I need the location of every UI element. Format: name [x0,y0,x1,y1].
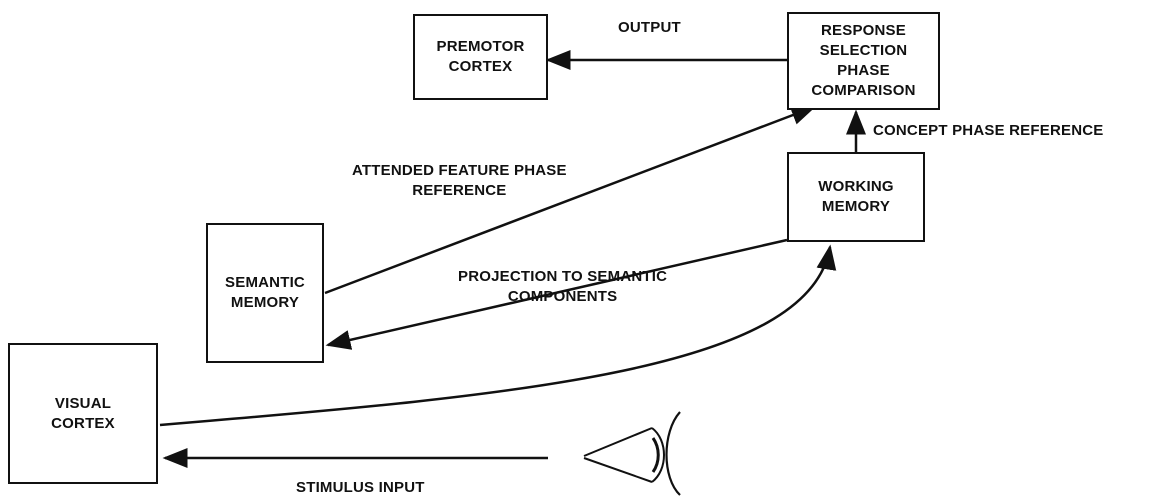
stimulus-input-label: STIMULUS INPUT [296,479,425,496]
response-selection-label: RESPONSE SELECTION PHASE COMPARISON [811,22,916,99]
premotor-cortex-box: PREMOTOR CORTEX [413,14,548,100]
response-selection-box: RESPONSE SELECTION PHASE COMPARISON [787,12,940,110]
working-memory-label: WORKING MEMORY [818,178,894,215]
projection-arrow [325,238,788,350]
output-label: OUTPUT [618,19,681,36]
visual-cortex-box: VISUAL CORTEX [8,343,158,484]
projection-to-semantic-components-label: PROJECTION TO SEMANTIC COMPONENTS [458,268,668,305]
semantic-memory-label: SEMANTIC MEMORY [225,274,305,311]
eye-icon [583,411,681,496]
attended-feature-phase-reference-label: ATTENDED FEATURE PHASE REFERENCE [352,162,567,199]
visual-cortex-label: VISUAL CORTEX [51,394,115,432]
premotor-cortex-label: PREMOTOR CORTEX [436,38,525,75]
semantic-memory-box: SEMANTIC MEMORY [206,223,324,363]
attended-feature-arrow [324,105,817,295]
visual-to-working-memory-arrow [159,244,837,427]
concept-phase-reference-label: CONCEPT PHASE REFERENCE [873,122,1104,139]
working-memory-box: WORKING MEMORY [787,152,925,242]
